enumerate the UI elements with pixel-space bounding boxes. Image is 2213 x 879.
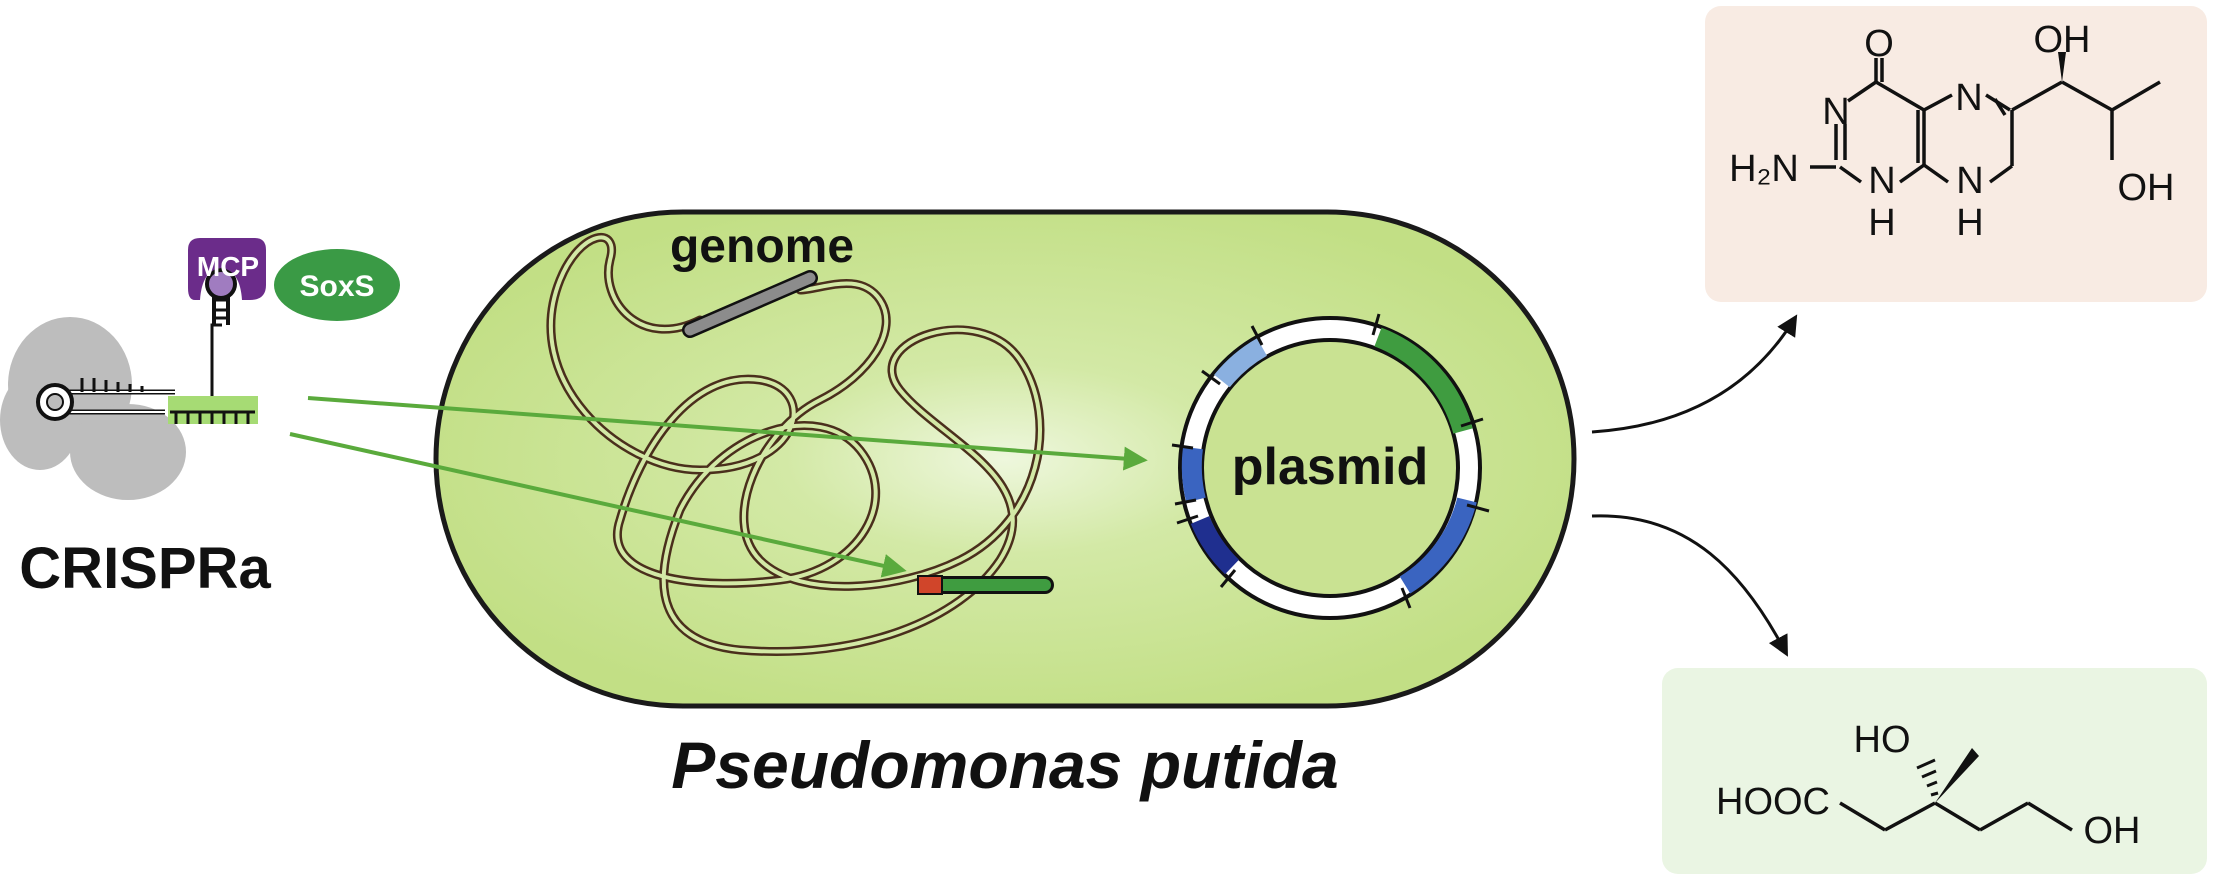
- svg-text:N: N: [1822, 91, 1849, 133]
- genome-promoter-red: [917, 575, 943, 595]
- mcp-protein: MCP: [188, 238, 266, 300]
- genome-target-gene: [917, 575, 1054, 595]
- organism-label: Pseudomonas putida: [671, 728, 1338, 802]
- pterin-structure: [1810, 58, 2161, 184]
- atom-labels-top: O N N H₂N N H N H OH OH: [1729, 19, 2174, 244]
- svg-text:OH: OH: [2084, 810, 2141, 852]
- plasmid-segment-mid-blue: [1181, 446, 1206, 503]
- genome-label: genome: [670, 220, 854, 273]
- product-arrows: [1591, 314, 1798, 657]
- plasmid-segment-light-blue: [1214, 338, 1268, 388]
- plasmid-label: plasmid: [1232, 438, 1429, 496]
- mevalonate-structure: [1839, 801, 2073, 832]
- svg-text:OH: OH: [2034, 19, 2091, 61]
- plasmid-segment-dark-blue: [1190, 515, 1240, 575]
- soxs-label: SoxS: [299, 270, 374, 303]
- arrow-to-genome: [289, 432, 907, 578]
- arrow-to-bottom-product: [1591, 514, 1788, 657]
- wedge-bond-methyl: [1935, 748, 1979, 803]
- arrow-to-top-product: [1591, 314, 1798, 434]
- svg-text:HO: HO: [1854, 719, 1911, 761]
- crispra-complex: MCP SoxS CRISPRa: [0, 238, 400, 601]
- target-dna-icon: [170, 410, 255, 424]
- atom-labels-bottom: HO HOOC OH: [1716, 719, 2141, 852]
- svg-text:OH: OH: [2118, 167, 2175, 209]
- genome-gray-gene: [682, 270, 818, 338]
- plasmid-segment-green: [1374, 327, 1473, 434]
- top-product-box: O N N H₂N N H N H OH OH: [1705, 6, 2207, 302]
- wedge-bond: [2058, 52, 2066, 82]
- soxs-protein: SoxS: [274, 249, 400, 321]
- plasmid: plasmid: [1171, 313, 1490, 620]
- svg-text:N: N: [1868, 160, 1895, 202]
- svg-text:H₂N: H₂N: [1729, 148, 1799, 190]
- hash-bond: [1916, 758, 1939, 797]
- ms2-hairpin-icon: [205, 268, 237, 325]
- svg-text:H: H: [1956, 202, 1983, 244]
- genome-chromosome: genome: [546, 220, 1054, 657]
- crispra-title: CRISPRa: [19, 536, 271, 601]
- svg-text:N: N: [1955, 77, 1982, 119]
- mcp-label: MCP: [197, 251, 259, 282]
- targeting-arrows: [289, 396, 1148, 578]
- svg-text:O: O: [1864, 23, 1894, 65]
- plasmid-segment-blue: [1399, 497, 1477, 594]
- dcas9-shape: [0, 317, 186, 500]
- svg-text:H: H: [1868, 202, 1895, 244]
- arrow-to-plasmid: [307, 396, 1148, 471]
- svg-text:N: N: [1956, 160, 1983, 202]
- bottom-product-box: HO HOOC OH: [1662, 668, 2207, 874]
- svg-text:HOOC: HOOC: [1716, 781, 1830, 823]
